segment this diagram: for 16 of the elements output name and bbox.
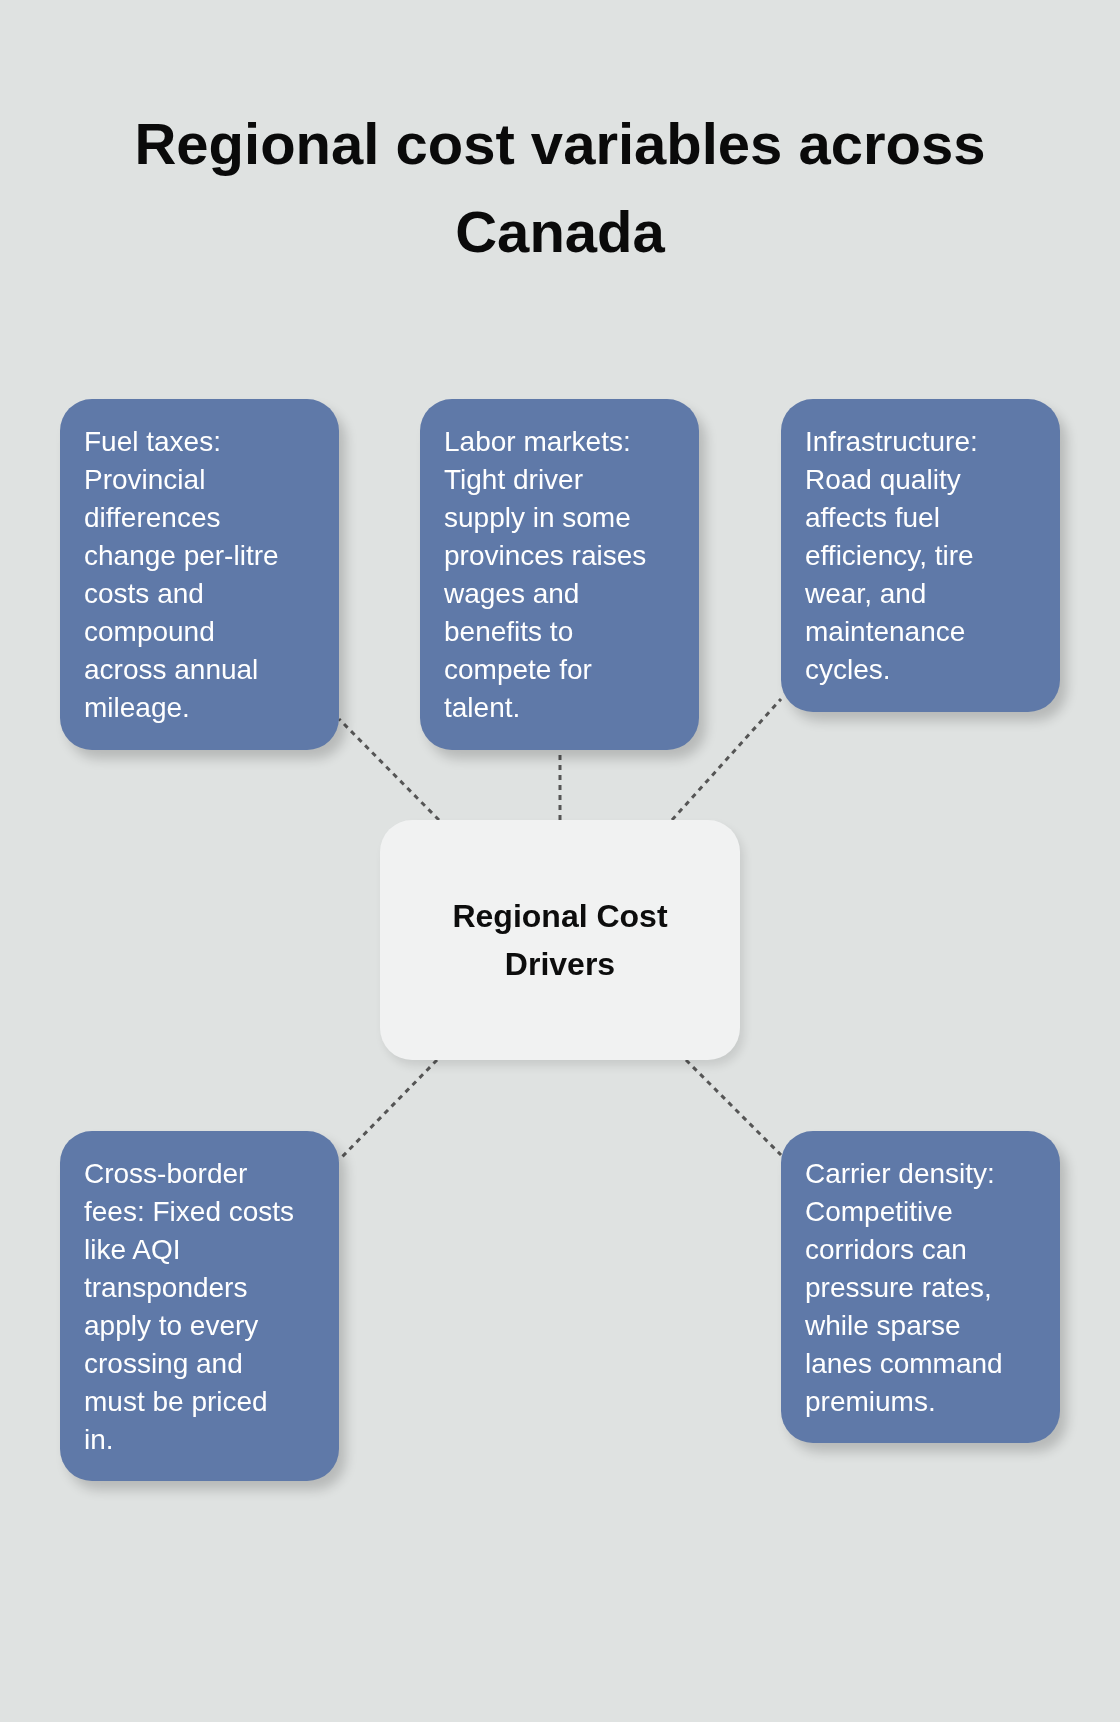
info-card <box>420 399 699 750</box>
central-topic-card <box>380 820 740 1060</box>
card-text: Carrier density: Competitive corridors can pressure rates, while sparse lanes command premiums. <box>805 1157 1004 1419</box>
card-text: Fuel taxes: Provincial differences change per-litre costs and compound across annual mileage. <box>84 425 280 725</box>
info-card <box>781 399 1060 712</box>
dashed-connector <box>684 1058 783 1157</box>
info-card <box>781 1131 1060 1443</box>
card-text: Cross-border fees: Fixed costs like AQI transponders apply to every crossing and must be priced in. <box>84 1157 296 1457</box>
dashed-connector <box>337 717 441 822</box>
card-text: Labor markets: Tight driver supply in some provinces raises wages and benefits to compete for talent. <box>444 425 648 725</box>
dashed-connector <box>670 698 783 821</box>
topic-heading: Regional Cost Drivers <box>451 897 669 984</box>
info-card <box>60 399 339 750</box>
title: Regional cost variables across Canada <box>133 110 987 266</box>
card-text: Infrastructure: Road quality affects fuel efficiency, tire wear, and maintenance cycles. <box>805 425 979 687</box>
info-card <box>60 1131 339 1481</box>
